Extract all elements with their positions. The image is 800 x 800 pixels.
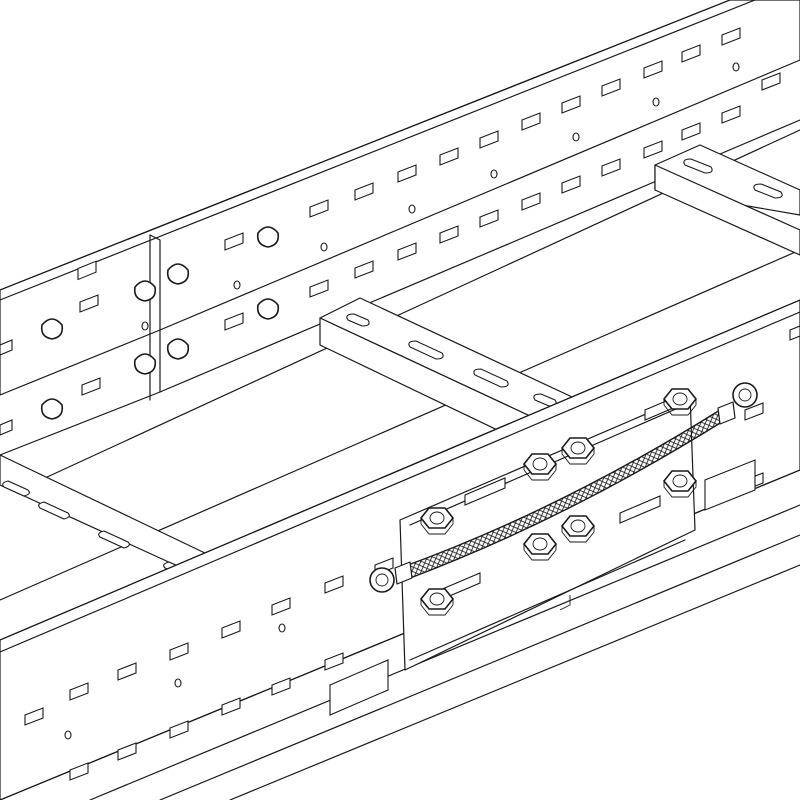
rung-3 xyxy=(654,144,800,256)
front-side-rail xyxy=(0,299,800,800)
hex-bolt xyxy=(522,533,558,561)
bolt-head xyxy=(133,280,157,302)
earth-bonding-strap xyxy=(369,382,758,593)
rung-2 xyxy=(319,297,601,461)
bolt-head xyxy=(166,338,190,360)
back-rail-slots-upper xyxy=(77,260,97,281)
hex-bolt xyxy=(560,515,596,543)
hex-bolt xyxy=(522,453,558,481)
front-rail-slot-pattern xyxy=(24,325,800,781)
hex-bolt xyxy=(560,437,596,465)
hex-bolt xyxy=(419,507,455,535)
back-side-rail xyxy=(0,0,800,456)
hex-bolt xyxy=(662,388,698,416)
splice-bolts xyxy=(419,388,698,616)
back-rail-joint-bolts xyxy=(40,226,280,420)
bolt-head xyxy=(256,226,280,248)
back-rail-slot-pattern xyxy=(0,27,781,436)
bolt-head xyxy=(256,298,280,320)
bolt-head xyxy=(133,353,157,375)
bolt-head xyxy=(166,263,190,285)
hex-bolt xyxy=(662,470,698,498)
ring-terminal-left xyxy=(369,561,413,593)
bolt-head xyxy=(40,398,64,420)
hex-bolt xyxy=(419,588,455,616)
bolt-head xyxy=(40,318,64,340)
ring-terminal-right xyxy=(717,382,758,425)
